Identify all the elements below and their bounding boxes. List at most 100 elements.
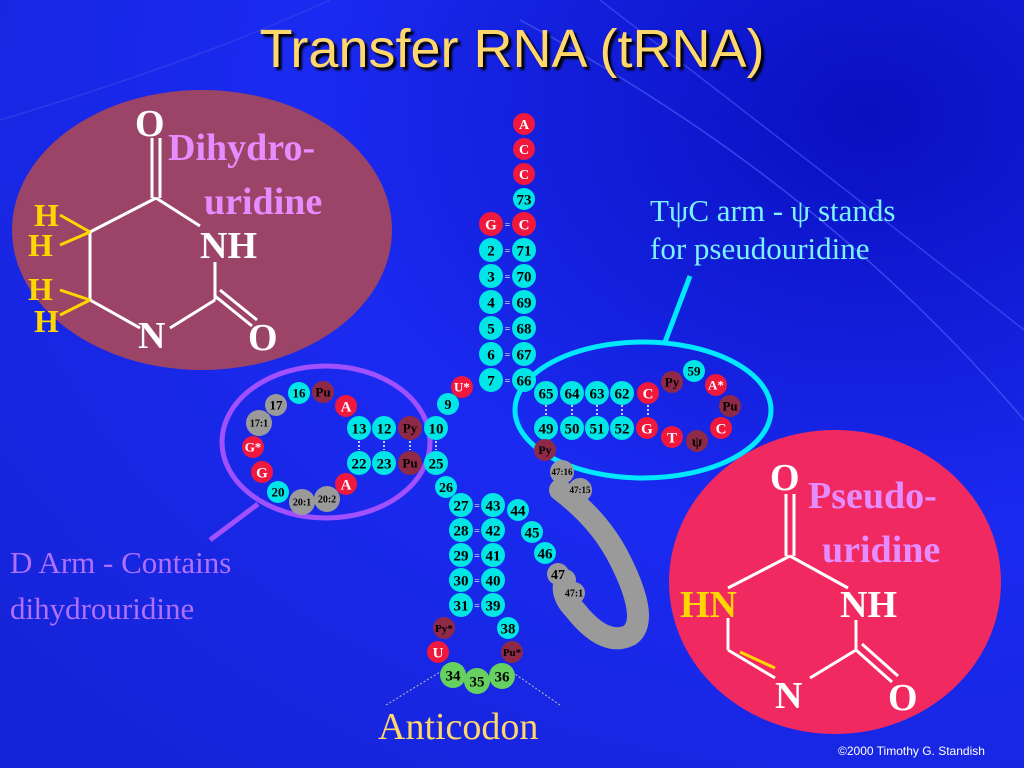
nucleotide-label: 30 [454,573,469,589]
nucleotide-C: C [513,163,535,185]
nucleotide-disc [449,543,473,567]
nucleotide-disc [497,617,519,639]
nucleotide-A: A* [705,374,727,396]
dihydrouridine-h-bonds [59,213,91,317]
nucleotide-disc [585,416,609,440]
nucleotide-disc [451,376,473,398]
nucleotide-43: 43 [481,493,505,517]
nucleotide-49: 49 [534,416,558,440]
pseudo-o-bottom: O [888,677,918,719]
nucleotide-disc [398,416,422,440]
pseudo-o-top: O [770,457,800,499]
dihydrouridine-bubble [12,90,392,370]
nucleotide-disc [501,641,523,663]
nucleotide-disc [251,461,273,483]
nucleotide-disc [335,473,357,495]
nucleotide-disc [710,417,732,439]
nucleotide-4: 4 [479,290,503,314]
nucleotide-label: 39 [486,598,501,614]
nucleotide-disc [489,663,515,689]
nucleotide-A: A [513,113,535,135]
nucleotide-46: 46 [534,542,556,564]
nucleotide-label: 73 [517,192,532,208]
nucleotide-disc [435,476,457,498]
copyright: ©2000 Timothy G. Standish [838,744,985,758]
nucleotide-disc [398,451,422,475]
nucleotide-disc [661,426,683,448]
nucleotide-label: Pu [722,399,737,414]
nucleotide-label: T [667,430,677,446]
nucleotide-label: 22 [352,456,367,472]
nucleotide-label: 4 [487,295,495,311]
slide-title: Transfer RNA (tRNA) [259,19,765,79]
nucleotide-disc [585,381,609,405]
nucleotide-12: 12 [372,416,396,440]
background-swoosh [599,0,1024,331]
base-pair-mark: = [505,272,511,283]
nucleotide-label: A [341,399,352,415]
nucleotide-disc [534,439,556,461]
nucleotide-label: U [433,645,444,661]
nucleotide-62: 62 [610,381,634,405]
nucleotide-label: C [519,143,529,158]
nucleotide-disc [512,290,536,314]
nucleotide-70: 70 [512,264,536,288]
nucleotide-40: 40 [481,568,505,592]
nucleotide-28: 28 [449,518,473,542]
nucleotide-65: 65 [534,381,558,405]
nucleotide-31: 31 [449,593,473,617]
dihydro-o-top: O [135,103,165,145]
nucleotide-disc [289,489,315,515]
nucleotide-disc [424,416,448,440]
nucleotide-label: 25 [429,456,444,472]
nucleotide-label: 20:2 [318,495,336,506]
dihydro-n: N [138,315,165,357]
nucleotide-disc [479,238,503,262]
nucleotide-disc [347,416,371,440]
nucleotide-30: 30 [449,568,473,592]
nucleotide-disc [449,593,473,617]
pseudo-n: N [775,675,802,717]
d-arm-caption-line1: D Arm - Contains [10,545,232,580]
dihydro-name-line1: Dihydro- [168,127,315,169]
t-arm-caption-line1: TψC arm - ψ stands [650,193,896,228]
nucleotide-label: Pu [315,385,330,400]
nucleotide-disc [534,542,556,564]
nucleotide-52: 52 [610,416,634,440]
nucleotide-G: G [479,212,503,236]
nucleotide-G: G [251,461,273,483]
nucleotide-label: 6 [487,347,495,363]
nucleotide-disc [481,568,505,592]
pseudouridine-structure [726,494,899,684]
nucleotide-41: 41 [481,543,505,567]
nucleotide-disc [372,451,396,475]
nucleotide-label: 45 [525,525,540,541]
nucleotide-4715: 47:15 [568,478,592,502]
nucleotide-disc [479,290,503,314]
nucleotide-label: A [519,118,530,133]
pseudo-nh: NH [840,584,897,626]
nucleotide-label: 67 [517,347,533,363]
nucleotide-Pu: Pu [719,395,741,417]
dihydro-h: H [34,303,59,339]
nucleotide-label: A* [708,378,724,393]
nucleotide-: ψ [686,430,708,452]
nucleotide-disc [705,374,727,396]
nucleotide-label: 20:1 [293,498,311,509]
t-arm-pointer [662,275,693,343]
nucleotide-disc [661,371,683,393]
nucleotide-label: 7 [487,373,495,389]
nucleotide-26: 26 [435,476,457,498]
nucleotide-disc [449,568,473,592]
nucleotide-label: 43 [486,498,501,514]
nucleotide-disc [610,381,634,405]
d-arm-pointer [208,502,260,542]
nucleotide-label: 40 [486,573,501,589]
nucleotide-disc [512,264,536,288]
nucleotide-label: 51 [590,421,605,437]
nucleotide-label: 10 [429,421,444,437]
nucleotide-label: 47:15 [570,485,591,495]
nucleotide-disc [246,410,272,436]
nucleotide-label: 31 [454,598,469,614]
